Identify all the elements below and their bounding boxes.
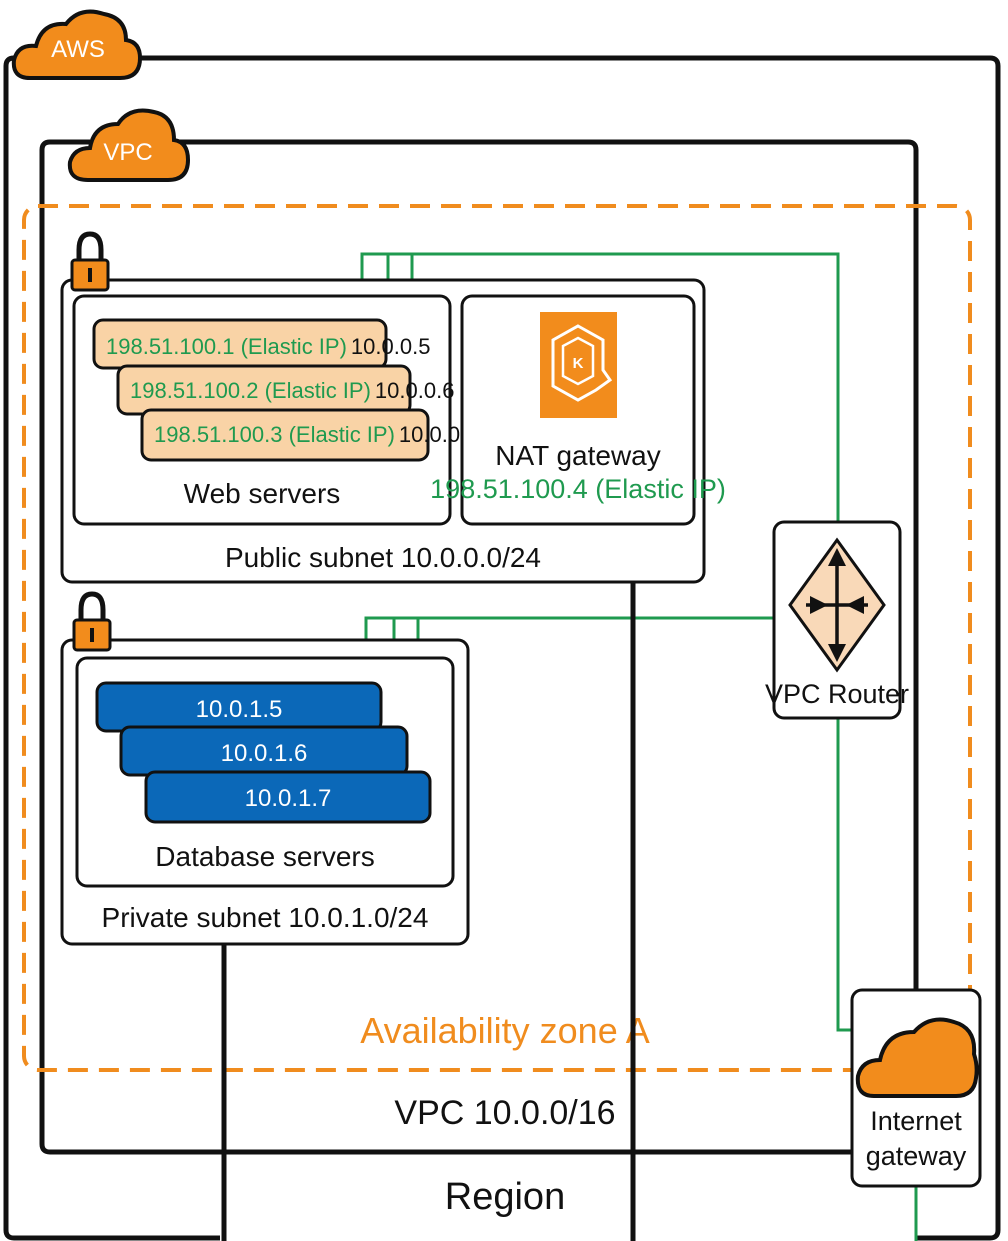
internet-gateway-cloud-icon <box>855 1017 979 1098</box>
web-servers-label: Web servers <box>184 478 341 509</box>
web-server-card[interactable]: 198.51.100.2 (Elastic IP)10.0.0.6 <box>116 364 454 416</box>
vpc-cloud-icon: VPC <box>67 108 191 182</box>
nat-gateway-label: NAT gateway <box>495 440 660 471</box>
private-subnet-lock-icon <box>72 591 112 652</box>
nat-gateway-icon: K <box>540 312 617 418</box>
web-server-private-ip: 10.0.0.5 <box>351 334 431 359</box>
web-server-card[interactable]: 198.51.100.1 (Elastic IP)10.0.0.5 <box>92 318 430 370</box>
web-server-elastic-ip: 198.51.100.2 (Elastic IP) <box>130 378 371 403</box>
web-server-ip-row: 198.51.100.3 (Elastic IP)10.0.0.7 <box>154 422 478 447</box>
database-servers-label: Database servers <box>155 841 374 872</box>
vpc-badge-label: VPC <box>103 139 152 166</box>
vpc-router-label: VPC Router <box>765 679 909 709</box>
aws-label: AWS <box>51 36 105 63</box>
db-server-private-ip: 10.0.1.5 <box>196 696 283 723</box>
web-server-private-ip: 10.0.0.6 <box>375 378 455 403</box>
db-server-card[interactable]: 10.0.1.6 <box>119 725 409 777</box>
db-server-private-ip: 10.0.1.6 <box>221 740 308 767</box>
web-server-ip-row: 198.51.100.1 (Elastic IP)10.0.0.5 <box>106 334 430 359</box>
vpc-cidr-label: VPC 10.0.0/16 <box>394 1094 615 1132</box>
svg-text:K: K <box>573 355 584 372</box>
public-subnet-label: Public subnet 10.0.0.0/24 <box>225 542 541 573</box>
internet-gateway-label-line1: Internet <box>870 1106 962 1136</box>
web-server-elastic-ip: 198.51.100.3 (Elastic IP) <box>154 422 395 447</box>
db-server-private-ip: 10.0.1.7 <box>245 785 332 812</box>
db-server-card[interactable]: 10.0.1.5 <box>95 681 383 733</box>
region-frame <box>3 55 1001 1241</box>
web-server-card-bg <box>140 408 430 462</box>
web-server-card[interactable]: 198.51.100.3 (Elastic IP)10.0.0.7 <box>140 408 478 462</box>
web-server-elastic-ip: 198.51.100.1 (Elastic IP) <box>106 334 347 359</box>
db-server-card-bg <box>144 770 432 824</box>
availability-zone-label: Availability zone A <box>360 1010 650 1051</box>
region-label: Region <box>445 1176 565 1218</box>
web-server-ip-row: 198.51.100.2 (Elastic IP)10.0.0.6 <box>130 378 454 403</box>
public-subnet-lock-icon <box>70 231 110 292</box>
db-server-card[interactable]: 10.0.1.7 <box>144 770 432 824</box>
vpc-frame <box>39 139 919 1155</box>
aws-cloud-icon: AWS <box>11 9 143 80</box>
router-arrows-icon <box>788 537 886 673</box>
nat-gateway-elastic-ip: 198.51.100.4 (Elastic IP) <box>430 474 726 504</box>
internet-gateway-label-line2: gateway <box>866 1141 967 1171</box>
private-subnet-label: Private subnet 10.0.1.0/24 <box>102 902 429 933</box>
